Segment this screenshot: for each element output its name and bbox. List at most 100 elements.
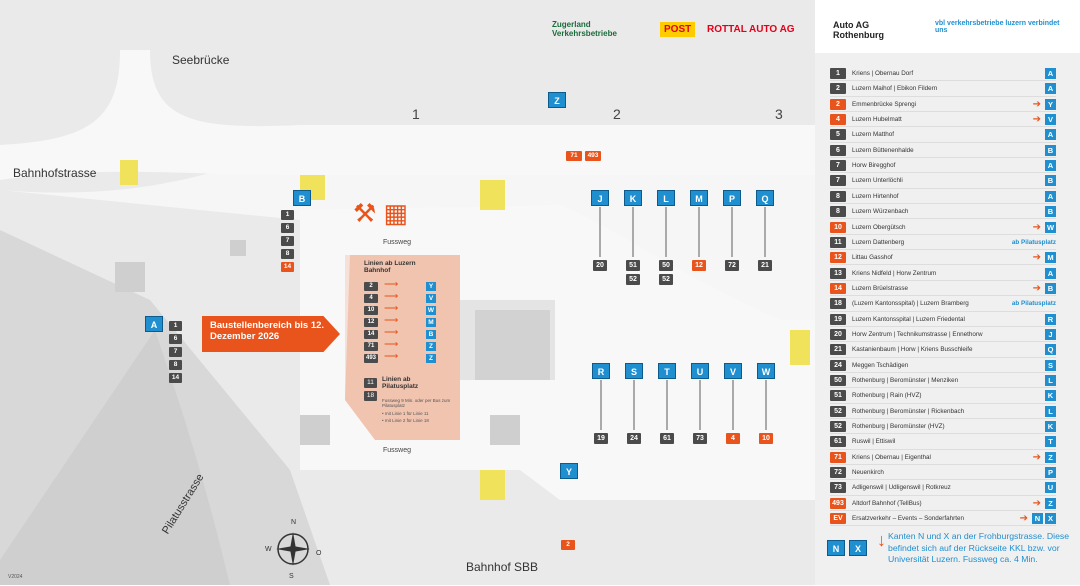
route-number: 18 [830, 298, 846, 310]
stop-a[interactable]: A [145, 316, 163, 332]
stop-pole [665, 207, 667, 257]
route-number: 6 [830, 144, 846, 156]
route-kante: M [1045, 252, 1056, 264]
arrow-icon: ⟶ [384, 339, 399, 350]
route-destination: Rothenburg | Rain (HVZ) [852, 392, 922, 400]
arrow-icon: ⟶ [384, 279, 399, 290]
stop-t[interactable]: T [658, 363, 676, 379]
stop-y[interactable]: Y [560, 463, 578, 479]
stop-x[interactable]: X [849, 540, 867, 556]
compass-s: S [289, 573, 294, 580]
stop-n[interactable]: N [827, 540, 845, 556]
stop-y-line: 2 [561, 540, 575, 550]
stop-p[interactable]: P [723, 190, 741, 206]
stop-z-lines: 71 493 [566, 151, 601, 164]
stop-a-line: 1 [169, 321, 182, 331]
route-destination: Rothenburg | Beromünster | Rickenbach [852, 407, 965, 415]
route-note: ab Pilatusplatz [1011, 238, 1056, 246]
route-panel [815, 53, 1080, 585]
stop-pole [732, 380, 734, 430]
stop-b[interactable]: B [293, 190, 311, 206]
construction-line-row: 14⟶B [364, 327, 446, 341]
construction-line-kante: M [426, 318, 436, 327]
construction-line-number: 12 [364, 318, 378, 327]
route-kante: Z [1045, 497, 1056, 509]
version-label: V2024 [8, 574, 23, 580]
construction-line-row: 12⟶M [364, 315, 446, 329]
route-destination: Horw Biregghof [852, 162, 896, 170]
pilatus-section-title: Linien ab Pilatusplatz [382, 376, 419, 390]
stop-s[interactable]: S [625, 363, 643, 379]
route-kante: A [1045, 267, 1056, 279]
stop-r[interactable]: R [592, 363, 610, 379]
route-note: ab Pilatusplatz [1011, 300, 1056, 308]
stop-z[interactable]: Z [548, 92, 566, 108]
route-destination: Luzern Würzenbach [852, 208, 909, 216]
route-number: 11 [830, 236, 846, 248]
stop-line-badge: 73 [693, 433, 707, 444]
construction-line-row: 493⟶Z [364, 351, 446, 365]
route-number: 7 [830, 160, 846, 172]
route-kante: L [1045, 375, 1056, 386]
route-destination: Emmenbrücke Sprengi [852, 100, 917, 108]
stop-u[interactable]: U [691, 363, 709, 379]
route-destination: Ersatzverkehr – Events – Sonderfahrten [852, 515, 965, 523]
route-number: 20 [830, 328, 846, 340]
stop-pole [600, 380, 602, 430]
route-destination: Littau Gasshof [852, 254, 893, 262]
route-destination: Luzern Kantonsspital | Luzern Friedental [852, 315, 965, 323]
route-number: EV [830, 513, 846, 525]
footer-text: Kanten N und X an der Frohburgstrasse. D… [888, 531, 1070, 564]
route-destination: Adligenswil | Udligenswil | Rotkreuz [852, 484, 951, 492]
route-destination: Neuenkirch [852, 469, 884, 477]
route-number: 8 [830, 190, 846, 202]
construction-line-row: 71⟶Z [364, 339, 446, 353]
stop-q[interactable]: Q [756, 190, 774, 206]
footer-stop-signs: N X [827, 540, 867, 556]
construction-line-number: 4 [364, 294, 378, 303]
route-number: 493 [830, 497, 846, 509]
stop-line-badge: 24 [627, 433, 641, 444]
lines-section-title: Linien ab Luzern Bahnhof [364, 260, 416, 274]
route-number: 2 [830, 98, 846, 110]
route-number: 24 [830, 359, 846, 371]
stop-m[interactable]: M [690, 190, 708, 206]
stop-pole [764, 207, 766, 257]
route-number: 1 [830, 68, 846, 79]
route-destination: Luzern Matthof [852, 131, 895, 139]
stop-v[interactable]: V [724, 363, 742, 379]
stop-a-line: 6 [169, 334, 182, 344]
route-kante: S [1045, 359, 1056, 371]
stop-k[interactable]: K [624, 190, 642, 206]
stop-pole [632, 207, 634, 257]
route-number: 21 [830, 344, 846, 356]
stop-b-line: 1 [281, 210, 294, 220]
route-destination: Kriens Nidfeld | Horw Zentrum [852, 269, 937, 277]
route-destination: (Luzern Kantonsspital) | Luzern Bramberg [852, 300, 969, 308]
stop-line-badge: 52 [626, 274, 640, 285]
stop-w[interactable]: W [757, 363, 775, 379]
route-kante: A [1045, 129, 1056, 141]
route-destination: Luzern Hirtenhof [852, 192, 899, 200]
route-kante: B [1045, 206, 1056, 218]
stop-l[interactable]: L [657, 190, 675, 206]
route-kante: A [1045, 190, 1056, 202]
route-number: 4 [830, 114, 846, 126]
construction-line-kante: Z [426, 354, 436, 363]
route-kante: A [1045, 68, 1056, 79]
construction-title: Baustellenbereich bis 12. Dezember 2026 [210, 320, 325, 342]
route-row: 18 (Luzern Kantonsspital) | Luzern Brambe… [830, 296, 1056, 312]
operator-logos: Zugerland Verkehrsbetriebe POST ROTTAL A… [540, 14, 1080, 50]
stop-b-line: 8 [281, 249, 294, 259]
route-number: 13 [830, 267, 846, 279]
stop-j[interactable]: J [591, 190, 609, 206]
